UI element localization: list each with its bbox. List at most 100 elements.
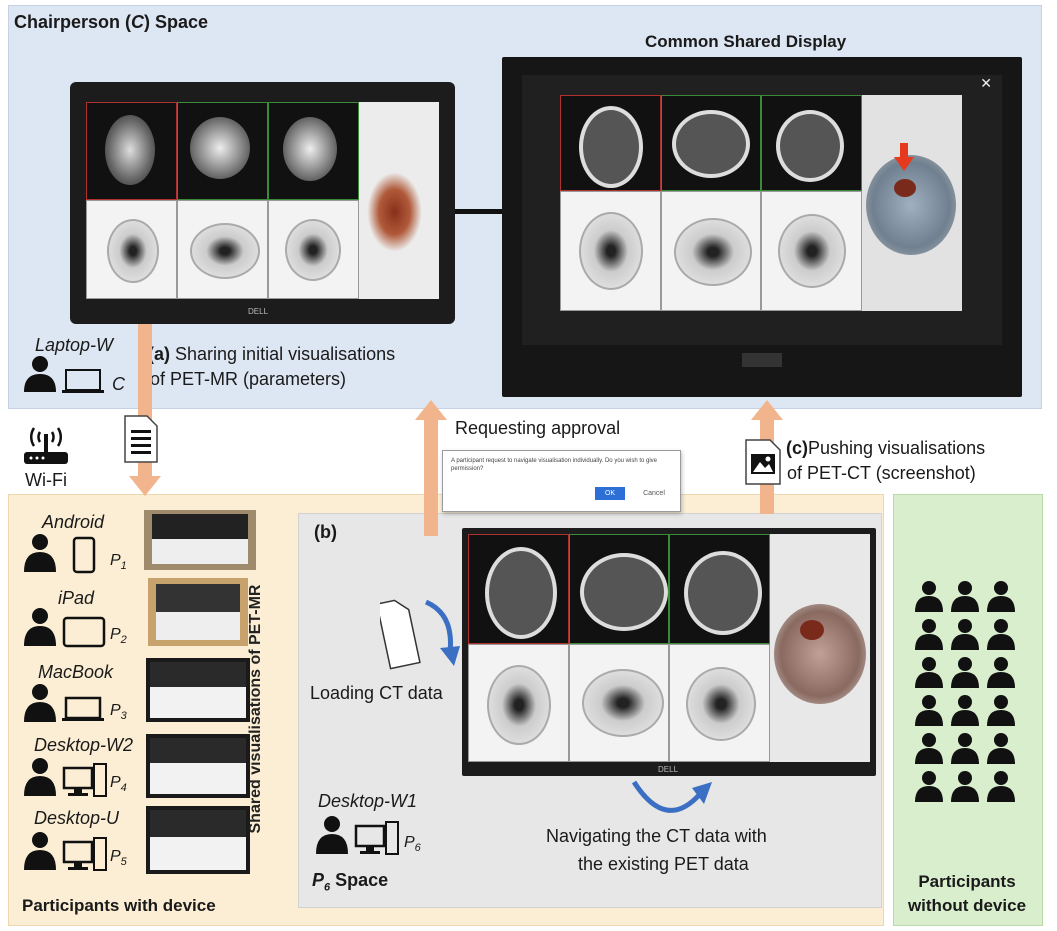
participant-letter: P — [110, 626, 121, 643]
pet-slice — [761, 191, 863, 311]
device-screenshot — [146, 806, 250, 874]
participant-number: 2 — [120, 634, 127, 647]
participant-id: P4 — [110, 774, 127, 794]
participant-letter: P — [110, 702, 121, 719]
person-icon — [915, 695, 943, 726]
ct-slice — [568, 534, 670, 644]
step-a-line1: (a) Sharing initial visualisations — [148, 344, 395, 365]
person-icon — [951, 771, 979, 802]
navigating-line1: Navigating the CT data with — [546, 826, 767, 846]
participant-letter: P — [404, 834, 415, 851]
title-c: C — [131, 12, 145, 32]
3d-render-panel — [359, 102, 439, 299]
participant-id: P3 — [110, 702, 127, 722]
request-label: Requesting approval — [455, 418, 621, 438]
mr-slice — [268, 102, 359, 200]
device-name: iPad — [58, 588, 95, 608]
display-cable — [455, 209, 507, 214]
person-icon — [951, 581, 979, 612]
3d-render-panel — [862, 95, 962, 311]
participant-letter: P — [110, 552, 121, 569]
pet-slice — [568, 644, 670, 762]
display-stand — [742, 353, 782, 367]
device-name: Android — [42, 512, 105, 532]
step-a-marker: (a) — [148, 344, 170, 364]
p6-monitor: DELL — [462, 528, 876, 776]
chairperson-id: C — [112, 374, 125, 394]
p6-space-footer: P6 Space — [312, 870, 388, 894]
chairperson-space-title: Chairperson (C) Space — [14, 12, 208, 33]
no-device-caption: Participants without device — [893, 870, 1041, 918]
shared-display-screen: ✕ — [522, 75, 1002, 345]
no-device-line1: Participants — [918, 872, 1016, 891]
ct-slice — [660, 95, 762, 191]
wifi-label: Wi-Fi — [25, 470, 67, 490]
participant-number: 4 — [120, 782, 127, 795]
pet-slice — [268, 200, 359, 299]
shared-visualisations-vertical-label: Shared visualisations of PET-MR — [247, 584, 264, 834]
p6-screen — [468, 534, 870, 762]
red-pointer-arrow-head — [894, 157, 914, 171]
arrow-request-head — [415, 400, 447, 420]
no-device-line2: without device — [907, 896, 1027, 915]
step-c-text: Pushing visualisations — [808, 438, 986, 458]
ct-slice — [468, 534, 569, 644]
loading-ct-label: Loading CT data — [310, 683, 443, 703]
ok-button[interactable]: OK — [595, 487, 625, 500]
step-b-marker: (b) — [314, 522, 337, 542]
p6-participant-id: P6 — [404, 834, 421, 854]
participant-letter: P — [110, 774, 121, 791]
participants-without-device-region — [893, 494, 1043, 926]
pet-slice — [669, 644, 771, 762]
red-pointer-arrow-shaft — [900, 143, 908, 159]
arrow-c-head — [751, 400, 783, 420]
shared-display-title: Common Shared Display — [645, 32, 847, 51]
title-suffix: ) Space — [144, 12, 209, 32]
desktop-computer-icon — [24, 832, 107, 871]
person-icon — [987, 581, 1015, 612]
p6-footer-letter: P — [312, 870, 325, 890]
dialog-message: A participant request to navigate visual… — [451, 458, 658, 472]
device-name: Desktop-U — [34, 808, 120, 828]
step-a-text: Sharing initial visualisations — [175, 344, 396, 364]
p6-monitor-brand: DELL — [658, 765, 679, 774]
device-screenshot — [148, 578, 248, 646]
person-icon — [951, 733, 979, 764]
participant-id: P2 — [110, 626, 127, 646]
step-c-line1: (c)Pushing visualisations — [786, 438, 985, 459]
person-icon — [987, 695, 1015, 726]
device-screenshot — [144, 510, 256, 570]
pet-slice — [468, 644, 569, 762]
participant-number: 3 — [120, 710, 127, 723]
laptop-label: Laptop-W — [35, 335, 114, 355]
arrow-a-head — [129, 476, 161, 496]
android-phone-icon — [24, 534, 96, 574]
step-a-line2: of PET-MR (parameters) — [150, 369, 347, 389]
participant-number: 5 — [120, 856, 127, 869]
participant-number: 6 — [414, 842, 421, 855]
person-icon — [987, 771, 1015, 802]
close-icon[interactable]: ✕ — [980, 75, 992, 91]
p6-footer-number: 6 — [324, 881, 331, 894]
loading-ct-icon — [380, 599, 460, 670]
ct-slice — [560, 95, 661, 191]
person-icon — [987, 733, 1015, 764]
navigating-line2: the existing PET data — [578, 854, 749, 874]
person-icon — [951, 619, 979, 650]
pet-slice — [177, 200, 268, 299]
cancel-button[interactable]: Cancel — [643, 490, 665, 497]
image-file-icon — [745, 439, 781, 485]
pet-slice — [86, 200, 177, 299]
ct-slice — [669, 534, 771, 644]
person-icon — [915, 581, 943, 612]
person-icon — [951, 657, 979, 688]
device-name: Desktop-W2 — [34, 735, 134, 755]
person-icon — [915, 771, 943, 802]
laptop-monitor: DELL — [70, 82, 455, 324]
pet-slice — [660, 191, 762, 311]
desktop-computer-icon — [24, 758, 107, 797]
mr-slice — [86, 102, 177, 200]
person-icon — [987, 619, 1015, 650]
device-name: MacBook — [38, 662, 114, 682]
permission-dialog: A participant request to navigate visual… — [442, 450, 681, 512]
